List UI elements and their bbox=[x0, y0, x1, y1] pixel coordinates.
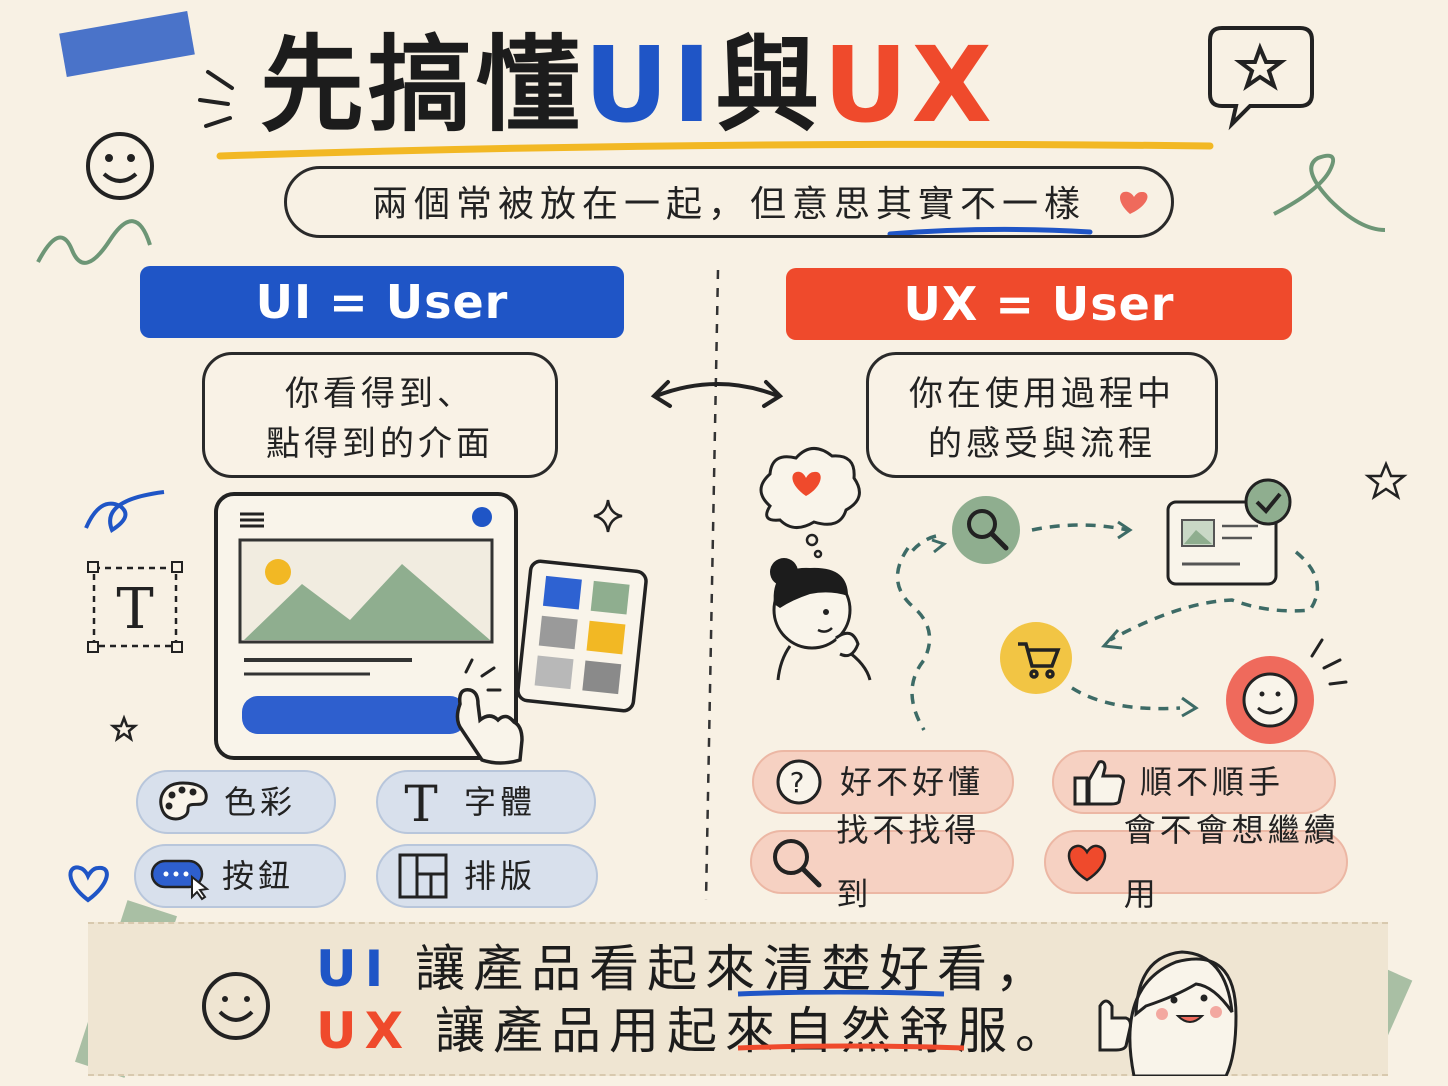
title-ux: UX bbox=[823, 24, 996, 146]
svg-text:?: ? bbox=[790, 766, 809, 799]
ui-window-illustration bbox=[214, 492, 518, 760]
palette-icon bbox=[148, 779, 218, 825]
chip-smooth: 順不順手 bbox=[1052, 750, 1336, 814]
star-icon bbox=[109, 460, 1408, 742]
chip-label: 字體 bbox=[464, 783, 537, 821]
cart-icon bbox=[1018, 642, 1061, 679]
smiley-icon bbox=[1242, 672, 1298, 728]
page-title: 先搞懂UI與UX bbox=[260, 20, 1160, 150]
smiley-icon bbox=[202, 972, 270, 1040]
chip-label: 好不好懂 bbox=[840, 763, 985, 801]
summary-underlines bbox=[737, 990, 965, 1051]
summary-line2: UX 讓產品用起來自然舒服。 bbox=[316, 1000, 1073, 1062]
ui-desc-line1: 你看得到、 bbox=[285, 374, 475, 414]
hand-pointer-icon bbox=[455, 688, 524, 765]
center-divider bbox=[704, 269, 720, 901]
heart-icon bbox=[68, 865, 109, 903]
title-rays bbox=[198, 70, 234, 128]
title-part1: 先搞懂 bbox=[260, 24, 585, 146]
squiggle-decoration bbox=[36, 219, 152, 265]
chip-layout: 排版 bbox=[376, 844, 598, 908]
ux-flow-diagram bbox=[895, 478, 1348, 744]
tape-decoration bbox=[59, 11, 195, 77]
text-t-icon: T bbox=[388, 777, 458, 827]
text-t-icon: T bbox=[87, 561, 183, 653]
chip-label: 按鈕 bbox=[222, 857, 295, 895]
check-icon bbox=[1244, 478, 1292, 526]
svg-text:T: T bbox=[404, 777, 441, 827]
summary-ux-key: UX bbox=[316, 1002, 412, 1060]
happy-girl-icon bbox=[1098, 950, 1238, 1076]
chip-label: 排版 bbox=[464, 857, 537, 895]
title-underline bbox=[216, 140, 1214, 160]
svg-text:T: T bbox=[116, 577, 153, 642]
title-ui: UI bbox=[584, 24, 716, 146]
summary-ui-key: UI bbox=[316, 940, 392, 998]
chip-continue: 會不會想繼續用 bbox=[1044, 811, 1348, 913]
ux-desc-line1: 你在使用過程中 bbox=[909, 374, 1175, 414]
smiley-icon bbox=[86, 132, 154, 200]
ui-desc-line2: 點得到的介面 bbox=[266, 424, 494, 464]
squiggle-decoration bbox=[84, 490, 165, 533]
swatch-card-illustration bbox=[516, 559, 648, 713]
chip-understand: ? 好不好懂 bbox=[752, 750, 1014, 814]
summary-text: UI 讓產品看起來清楚好看， UX 讓產品用起來自然舒服。 bbox=[316, 938, 1073, 1062]
summary-line1-text: 讓產品看起來清楚好看， bbox=[415, 940, 1054, 998]
ux-desc-line2: 的感受與流程 bbox=[928, 424, 1156, 464]
chip-label: 色彩 bbox=[224, 783, 297, 821]
chip-label: 會不會想繼續用 bbox=[1123, 811, 1340, 913]
chip-label: 順不順手 bbox=[1140, 763, 1285, 801]
layout-grid-icon bbox=[388, 852, 458, 900]
ux-banner: UX = User Experience bbox=[786, 268, 1292, 403]
star-speech-icon bbox=[1208, 26, 1314, 131]
button-cursor-icon bbox=[146, 851, 216, 901]
ui-banner: UI = User Interface bbox=[140, 266, 624, 401]
double-arrow-icon bbox=[650, 380, 784, 408]
thumbs-up-icon bbox=[1064, 756, 1134, 808]
heart-icon bbox=[1056, 840, 1118, 884]
chip-label: 找不找得到 bbox=[836, 811, 981, 913]
subtitle: 兩個常被放在一起，但意思其實不一樣 bbox=[284, 166, 1174, 238]
thinking-girl-icon bbox=[759, 447, 872, 681]
chip-font: T 字體 bbox=[376, 770, 596, 834]
summary-line1: UI 讓產品看起來清楚好看， bbox=[316, 938, 1073, 1000]
chip-findable: 找不找得到 bbox=[750, 811, 1014, 913]
ui-description: 你看得到、 點得到的介面 bbox=[202, 352, 558, 478]
chip-button: 按鈕 bbox=[134, 844, 346, 908]
subtitle-underline bbox=[887, 226, 1093, 237]
title-mid: 與 bbox=[715, 24, 824, 146]
magnifier-icon bbox=[967, 509, 1009, 551]
magnifier-icon bbox=[762, 835, 830, 889]
chip-color: 色彩 bbox=[136, 770, 336, 834]
question-icon: ? bbox=[764, 756, 834, 808]
ux-description: 你在使用過程中 的感受與流程 bbox=[866, 352, 1218, 478]
squiggle-decoration bbox=[1273, 153, 1386, 232]
